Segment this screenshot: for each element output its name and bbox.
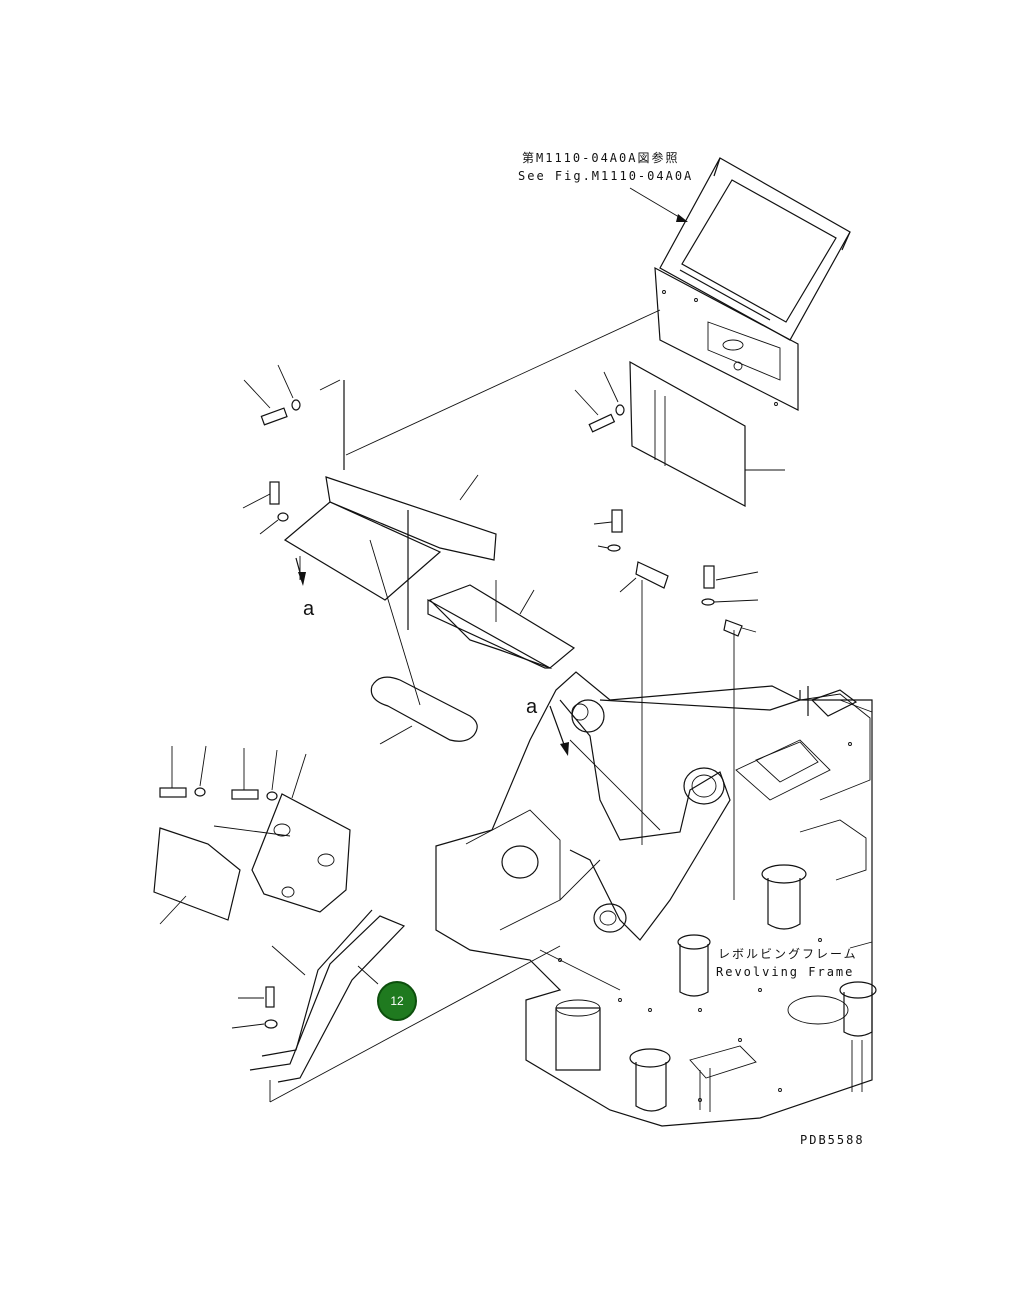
reference-note-jp: 第M1110-04A0A図参照 — [522, 151, 680, 165]
access-cover — [153, 793, 351, 925]
bracket-right — [701, 565, 759, 900]
cab-frame — [659, 157, 851, 341]
hand-rail — [231, 909, 561, 1103]
bolt-group-3 — [159, 745, 307, 801]
frame-holes — [558, 742, 852, 1102]
view-mark-a-right: a — [526, 696, 538, 718]
revolving-frame-label-jp: レボルビングフレーム — [718, 947, 858, 961]
bolt-group-2 — [242, 364, 301, 535]
bracket-middle — [593, 509, 669, 845]
part-callout-12[interactable]: 12 — [377, 981, 417, 1021]
view-mark-a-left: a — [303, 598, 315, 620]
pipe-sleeves — [555, 864, 877, 1112]
view-arrows — [295, 557, 569, 756]
foam-block — [427, 580, 576, 669]
revolving-frame-label-en: Revolving Frame — [716, 965, 855, 979]
rear-plate — [654, 266, 799, 411]
cushion-pad — [370, 676, 478, 745]
frame-leader — [849, 941, 873, 949]
reference-leader — [629, 187, 685, 221]
floor-panel — [283, 309, 661, 706]
cover-sheet — [629, 360, 785, 507]
bolt-group-1 — [574, 371, 625, 433]
drawing-id: PDB5588 — [800, 1133, 865, 1147]
reference-note-en: See Fig.M1110-04A0A — [518, 169, 694, 183]
reference-arrowhead — [676, 214, 688, 222]
revolving-frame — [435, 671, 873, 1127]
